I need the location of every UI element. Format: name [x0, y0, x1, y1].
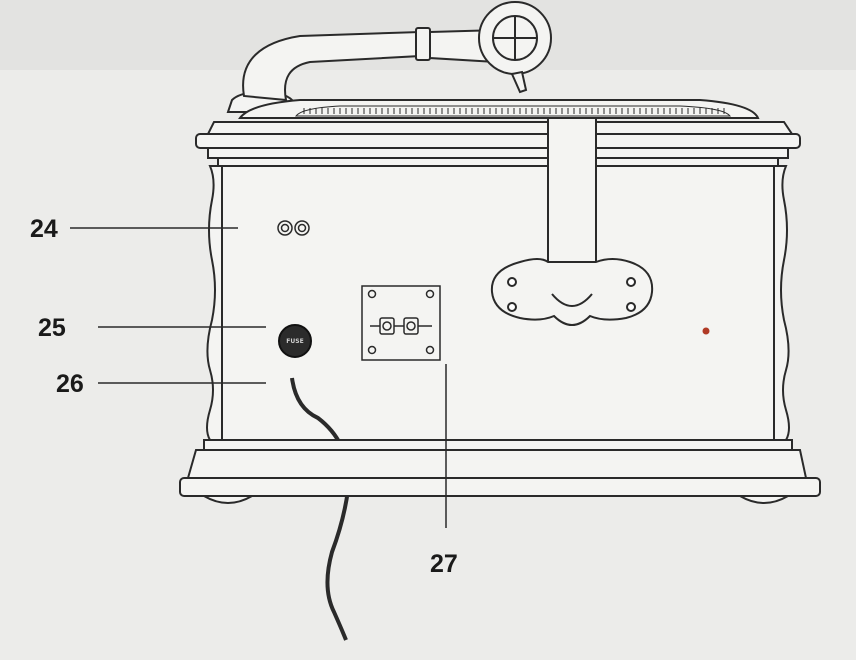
reproducer-soundbox — [478, 1, 552, 94]
left-column — [206, 165, 223, 441]
callout-24: 24 — [30, 215, 58, 243]
callout-26: 26 — [56, 370, 84, 398]
indicator-dot — [702, 327, 710, 335]
horn-support-bracket — [490, 117, 654, 326]
platter-strobe-ticks — [303, 108, 725, 114]
callout-27: 27 — [430, 550, 458, 578]
callout-25: 25 — [38, 314, 66, 342]
right-foot — [736, 495, 792, 504]
power-cord — [290, 377, 351, 641]
cabinet-top-molding — [195, 121, 801, 167]
fuse-holder: FUSE — [278, 324, 312, 358]
left-foot — [200, 495, 256, 504]
leader-lines — [70, 227, 447, 528]
headphone-jacks — [277, 220, 310, 236]
right-column — [773, 165, 790, 441]
tone-arm-collar — [415, 27, 431, 61]
turntable-platter — [238, 99, 760, 119]
stylus — [510, 70, 528, 94]
speaker-terminals — [361, 285, 441, 361]
cabinet-base-molding — [179, 439, 821, 504]
tone-arm-tube — [242, 30, 421, 102]
fuse-label: FUSE — [286, 338, 303, 345]
